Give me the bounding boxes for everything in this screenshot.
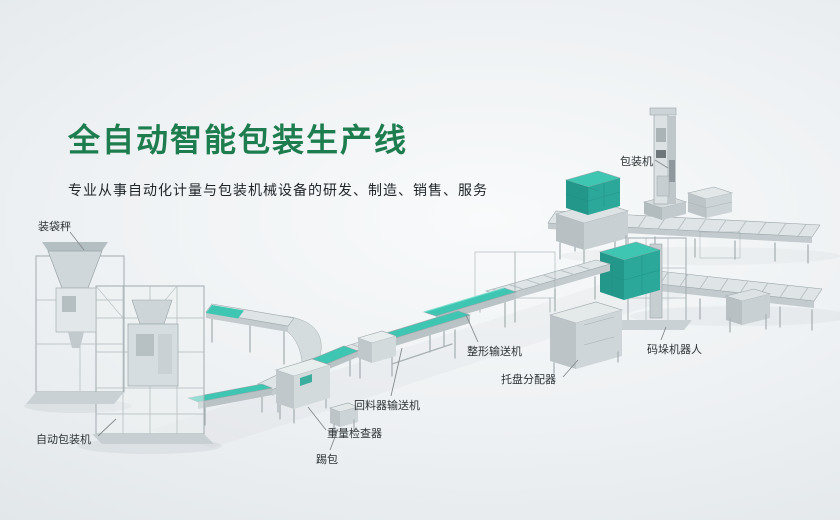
machine-label-weight-checker: 重量检查器 — [327, 428, 382, 440]
machine-label-bag-kicker: 踢包 — [316, 454, 338, 466]
leader-palletizing-robot — [660, 326, 667, 341]
machine-label-auto-packing-machine: 自动包装机 — [36, 434, 91, 446]
machine-label-palletizing-robot: 码垛机器人 — [647, 344, 702, 356]
return-feeder-conveyor-belt — [357, 310, 471, 377]
machine-label-pallet-dispenser: 托盘分配器 — [501, 374, 556, 386]
headline-block: 全自动智能包装生产线 专业从事自动化计量与包装机械设备的研发、制造、销售、服务 — [68, 120, 488, 200]
machine-label-packing-machine: 包装机 — [620, 156, 653, 168]
auto-packing-machine-tower — [92, 285, 214, 444]
machine-label-bagging-scale: 装袋秤 — [38, 221, 71, 233]
leader-return-feeder — [390, 347, 403, 397]
pallet-boxes — [686, 186, 734, 218]
weight-checker-machine — [275, 358, 331, 424]
transfer-conveyor — [205, 303, 295, 365]
bagging-scale-machine — [26, 242, 125, 404]
machine-label-return-feeder-conveyor: 回料器输送机 — [354, 400, 420, 412]
leader-bag-kicker — [329, 428, 339, 451]
leader-auto-packing-machine — [97, 418, 117, 437]
pallet-dispenser-machine — [548, 301, 624, 374]
page-subtitle: 专业从事自动化计量与包装机械设备的研发、制造、销售、服务 — [68, 182, 488, 198]
leader-bagging-scale — [69, 231, 85, 251]
kicker-conveyor — [186, 383, 274, 426]
leader-packing-machine — [654, 159, 669, 169]
side-table — [724, 288, 772, 333]
leader-lines — [69, 159, 669, 451]
leader-shaping-conveyor — [465, 314, 479, 343]
stacked-bags-upper — [564, 170, 622, 215]
packing-machine-tower — [642, 107, 688, 220]
machine-label-shaping-conveyor: 整形输送机 — [467, 346, 522, 358]
bag-kicker-machine — [329, 402, 359, 435]
leader-pallet-dispenser — [562, 359, 579, 378]
leader-weight-checker — [307, 406, 327, 431]
page-title: 全自动智能包装生产线 — [68, 122, 409, 158]
